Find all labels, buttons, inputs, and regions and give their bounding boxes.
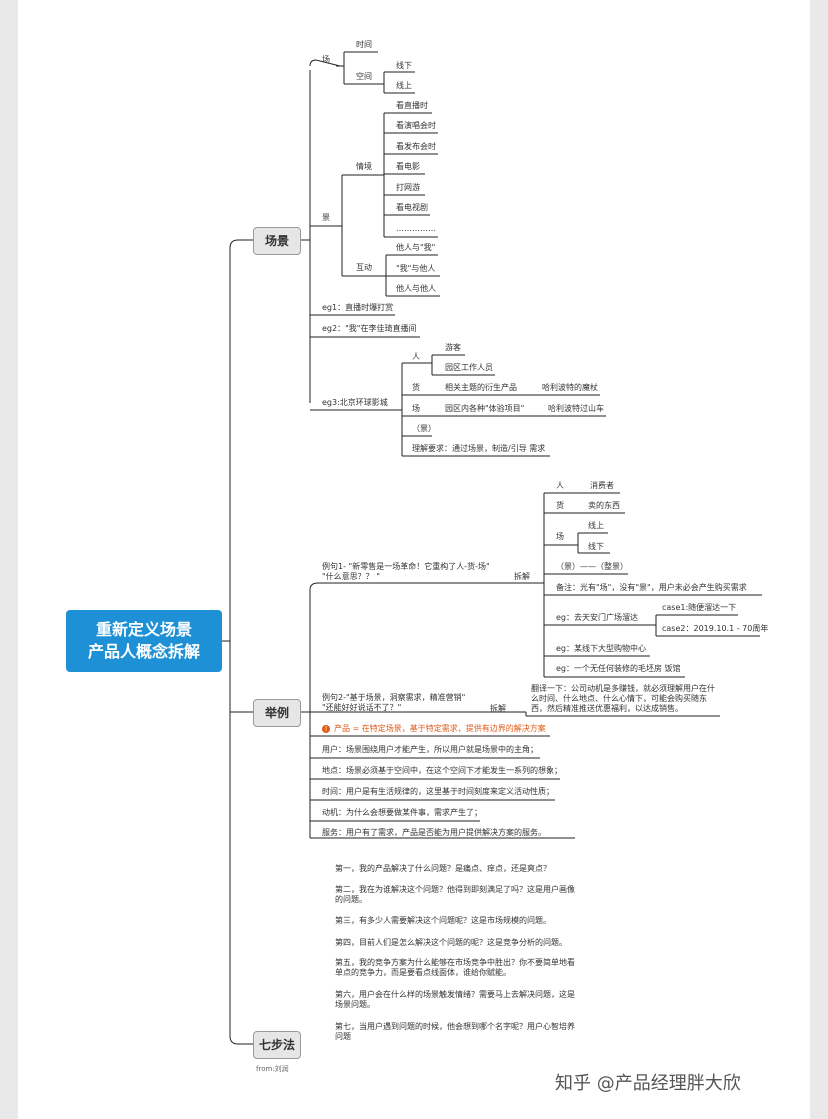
watermark: 知乎 @产品经理胖大欣 bbox=[555, 1073, 741, 1094]
seven-step-item: 第一，我的产品解决了什么问题？是痛点、痒点，还是爽点？ bbox=[335, 864, 551, 873]
node-jing: （景）——（整景） bbox=[556, 562, 628, 571]
seven-step-item: 第三，有多少人需要解决这个问题呢？这是市场规模的问题。 bbox=[335, 916, 551, 925]
node-time: 时间：用户是有生活规律的，这里基于时间刻度来定义活动性质； bbox=[322, 787, 554, 796]
page-sheet bbox=[18, 0, 810, 1119]
source-credit: from:刘润 bbox=[256, 1065, 289, 1073]
branch-scene: 场景 bbox=[253, 227, 301, 255]
node-motive: 动机：为什么会想要做某件事，需求产生了； bbox=[322, 808, 482, 817]
node-chang: 场 bbox=[322, 55, 330, 64]
node-huo: 货 bbox=[412, 383, 420, 392]
node-case1: case1:随便溜达一下 bbox=[662, 603, 737, 612]
node-chang: 场 bbox=[556, 532, 564, 541]
node-eg-mall: eg：某线下大型购物中心 bbox=[556, 644, 646, 653]
branch-seven-steps: 七步法 bbox=[253, 1031, 301, 1059]
situation-item: 打网游 bbox=[396, 183, 420, 192]
node-eg1: eg1：直播时爆打赏 bbox=[322, 303, 394, 312]
node-jing2: （景） bbox=[412, 424, 436, 433]
seven-step-item: 第二，我在为谁解决这个问题？他得到即刻满足了吗？这是用户画像的问题。 bbox=[335, 885, 575, 904]
seven-step-item: 第六，用户会在什么样的场景触发情绪？需要马上去解决问题，这是场景问题。 bbox=[335, 990, 575, 1009]
node-qingjing: 情境 bbox=[356, 162, 372, 171]
branch-example: 举例 bbox=[253, 699, 301, 727]
node-goods: 相关主题的衍生产品 bbox=[445, 383, 517, 392]
chaijie2-label: 拆解 bbox=[490, 704, 506, 713]
node-user: 用户：场景围绕用户才能产生，所以用户就是场景中的主角； bbox=[322, 745, 538, 754]
node-ren: 人 bbox=[556, 481, 564, 490]
node-offline: 线下 bbox=[588, 542, 604, 551]
node-eg-rough: eg：一个无任何装修的毛坯房 饭馆 bbox=[556, 664, 681, 673]
example2-line2: "还能好好说话不了？" bbox=[322, 703, 402, 712]
situation-item: 看电视剧 bbox=[396, 203, 428, 212]
root-line1: 重新定义场景 bbox=[95, 620, 192, 639]
node-eg2: eg2："我"在李佳琦直播间 bbox=[322, 324, 417, 333]
product-definition: ! 产品 = 在特定场景，基于特定需求，提供有边界的解决方案 bbox=[322, 724, 546, 734]
node-chang2: 场 bbox=[412, 404, 420, 413]
node-case2: case2：2019.10.1 - 70周年 bbox=[662, 624, 769, 633]
seven-step-item: 第七，当用户遇到问题的时候，他会想到哪个名字呢？用户心智培养问题 bbox=[335, 1022, 575, 1041]
warning-icon: ! bbox=[322, 724, 330, 733]
interaction-item: 他人与他人 bbox=[396, 284, 436, 293]
node-note: 备注：光有"场"，没有"景"，用户未必会产生购买需求 bbox=[556, 583, 747, 592]
situation-item: 看直播时 bbox=[396, 101, 428, 110]
example2-line1: 例句2-"基于场景，洞察需求，精准营销" bbox=[322, 693, 466, 702]
node-huo: 货 bbox=[556, 501, 564, 510]
node-youke: 游客 bbox=[445, 343, 461, 352]
node-staff: 园区工作人员 bbox=[445, 363, 493, 372]
interaction-item: 他人与"我" bbox=[396, 243, 436, 252]
situation-item: 看演唱会时 bbox=[396, 121, 436, 130]
seven-step-item: 第四，目前人们是怎么解决这个问题的呢？这是竞争分析的问题。 bbox=[335, 938, 567, 947]
node-venue: 园区内各种"体验项目" bbox=[445, 404, 525, 413]
node-service: 服务：用户有了需求，产品是否能为用户提供解决方案的服务。 bbox=[322, 828, 546, 837]
example1-line1: 例句1- "新零售是一场革命！它重构了人-货-场" bbox=[322, 562, 490, 571]
situation-item: 看电影 bbox=[396, 162, 420, 171]
situation-item: 看发布会时 bbox=[396, 142, 436, 151]
node-place: 地点：场景必须基于空间中，在这个空间下才能发生一系列的想象； bbox=[322, 766, 562, 775]
node-translate: 翻译一下：公司动机是多赚钱，就必须理解用户在什么时间、什么地点、什么心情下，可能… bbox=[531, 684, 715, 713]
node-consumer: 消费者 bbox=[590, 481, 614, 490]
node-offline: 线下 bbox=[396, 61, 412, 70]
chaijie1-label: 拆解 bbox=[514, 572, 530, 581]
interaction-item: "我"与他人 bbox=[396, 264, 436, 273]
node-eg-tiananmen: eg：去天安门广场溜达 bbox=[556, 613, 638, 622]
node-jing: 景 bbox=[322, 213, 330, 222]
node-ren: 人 bbox=[412, 352, 420, 361]
example1-line2: "什么意思？？ " bbox=[322, 572, 380, 581]
situation-item: …………… bbox=[396, 224, 436, 233]
node-online: 线上 bbox=[396, 81, 412, 90]
node-online: 线上 bbox=[588, 521, 604, 530]
node-eg3: eg3:北京环球影城 bbox=[322, 398, 388, 407]
seven-step-item: 第五，我的竞争方案为什么能够在市场竞争中胜出？你不要简单地看单点的竞争力，而是要… bbox=[335, 958, 575, 977]
node-goods-example: 哈利波特的魔杖 bbox=[542, 383, 598, 392]
node-understand: 理解要求：通过场景，制造/引导 需求 bbox=[412, 444, 546, 453]
node-sold: 卖的东西 bbox=[588, 501, 620, 510]
root-topic: 重新定义场景 产品人概念拆解 bbox=[66, 610, 222, 672]
node-space: 空间 bbox=[356, 72, 372, 81]
node-venue-example: 哈利波特过山车 bbox=[548, 404, 604, 413]
root-line2: 产品人概念拆解 bbox=[87, 642, 200, 661]
node-time: 时间 bbox=[356, 40, 372, 49]
product-definition-text: 产品 = 在特定场景，基于特定需求，提供有边界的解决方案 bbox=[334, 724, 546, 733]
node-hudong: 互动 bbox=[356, 263, 372, 272]
